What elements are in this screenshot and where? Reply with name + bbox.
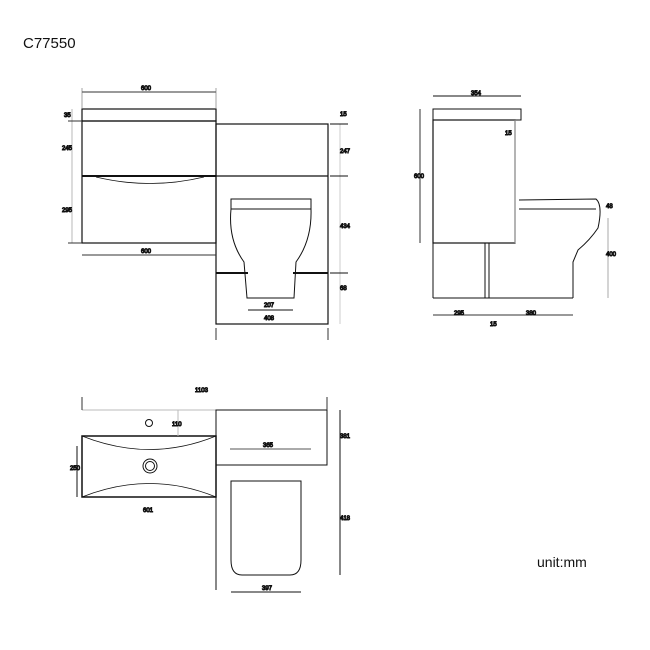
dim-vanity-width: 600	[141, 86, 152, 92]
dim-toilet-base: 207	[264, 303, 275, 309]
dim-side-depth: 354	[471, 91, 482, 97]
dim-toilet-width: 397	[262, 586, 273, 592]
dim-wc-width: 408	[264, 316, 275, 322]
dim-overall-width: 1103	[195, 388, 209, 394]
dim-wc-upper: 247	[340, 149, 351, 155]
product-code: C77550	[23, 35, 76, 52]
dim-wc-plinth: 68	[340, 286, 347, 292]
dim-basin-depth: 250	[70, 466, 81, 472]
dim-wc-lower: 434	[340, 224, 351, 230]
unit-label: unit:mm	[537, 554, 587, 570]
dim-projection: 380	[526, 311, 537, 317]
dim-toilet-length: 418	[340, 516, 351, 522]
front-view	[68, 88, 348, 340]
dim-upper-drawer: 245	[62, 146, 73, 152]
plan-view	[76, 397, 341, 593]
dim-seat-width: 365	[263, 443, 274, 449]
dim-unit-depth: 381	[340, 434, 351, 440]
dim-vanity-bottom: 600	[141, 249, 152, 255]
dim-seat-thickness: 48	[606, 204, 613, 210]
dim-side-height: 600	[414, 174, 425, 180]
dim-tap-offset: 110	[172, 422, 182, 428]
dim-lower-drawer: 295	[62, 208, 73, 214]
dim-top-height: 35	[64, 113, 71, 119]
dim-basin-width: 601	[143, 508, 154, 514]
dim-pan-height: 400	[606, 252, 617, 258]
dim-wc-top: 15	[340, 112, 347, 118]
dim-panel: 15	[505, 131, 512, 137]
dim-gap: 15	[490, 322, 497, 328]
side-view	[419, 95, 609, 316]
dim-rear-depth: 295	[454, 311, 465, 317]
